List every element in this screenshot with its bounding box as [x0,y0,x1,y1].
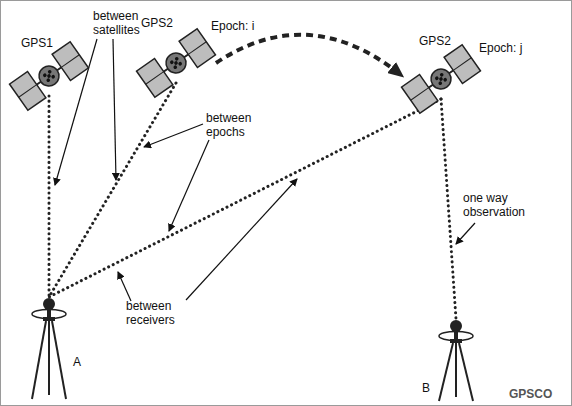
tripod-leg [52,321,66,399]
epoch-label: Epoch: j [479,41,522,55]
satellite-dot [46,73,51,78]
satellite-dot [46,78,51,83]
receiver-tripod [29,297,69,401]
satellite-dot [438,76,443,81]
satellite-core [427,65,455,93]
watermark: GPSCO [509,387,569,401]
panel-seam [411,88,429,101]
leader-arrow [118,272,131,301]
receiver: A [29,297,69,401]
antenna-mast [47,305,51,317]
satellite-dot [51,74,56,79]
panel-seam [146,72,164,85]
node-label: B [422,381,430,395]
satellite: GPS2Epoch: j [401,59,481,99]
satellite-core [35,62,63,90]
annotation-label: between satellites [93,9,155,37]
satellite-dot [169,60,174,65]
panel-seam [61,55,79,68]
satellite-body [10,42,89,111]
satellite: GPS2Epoch: i [136,43,216,83]
node-label: GPS2 [419,34,451,48]
annotation-label: one way observation [463,191,539,219]
node-label: GPS1 [21,36,53,50]
leader-arrow [144,124,203,147]
satellite-dot [47,69,52,74]
annotation-label: between epochs [206,111,258,139]
tripod-leg [32,321,46,399]
tripod-leg [439,343,453,401]
tripod-head [43,317,55,321]
satellite-icon [9,56,89,96]
leader-arrow [169,140,209,231]
satellite-dot [439,72,444,77]
satellite: GPS1 [9,56,89,96]
satellite-dot [173,65,178,70]
satellite-body [402,45,481,114]
annotation-label: between receivers [126,299,184,327]
receiver: B [436,319,476,403]
signal-path [49,99,441,297]
node-label: GPS2 [141,16,173,30]
tripod-leg [48,321,50,395]
satellite-core [162,49,190,77]
satellite-dot [434,76,439,81]
panel-seam [453,58,471,71]
antenna-mast [454,327,458,339]
satellite-dot [443,77,448,82]
signal-path [48,96,51,297]
satellite-icon [401,59,481,99]
satellite-icon [136,43,216,83]
panel-seam [188,42,206,55]
satellite-dot [42,73,47,78]
satellite-dot [438,81,443,86]
epoch-label: Epoch: i [211,19,254,33]
satellite-dot [178,61,183,66]
satellite-dot [174,56,179,61]
epoch-arrow [216,35,401,75]
signal-path [441,99,456,319]
node-label: A [73,355,81,369]
leader-arrow [186,179,297,300]
panel-seam [19,85,37,98]
leader-arrow [456,223,475,244]
tripod-head [450,339,462,343]
satellite-dot [173,60,178,65]
receiver-tripod [436,319,476,403]
tripod-leg [455,343,457,397]
leader-arrow [113,39,116,180]
tripod-leg [459,343,473,401]
satellite-body [137,29,216,98]
